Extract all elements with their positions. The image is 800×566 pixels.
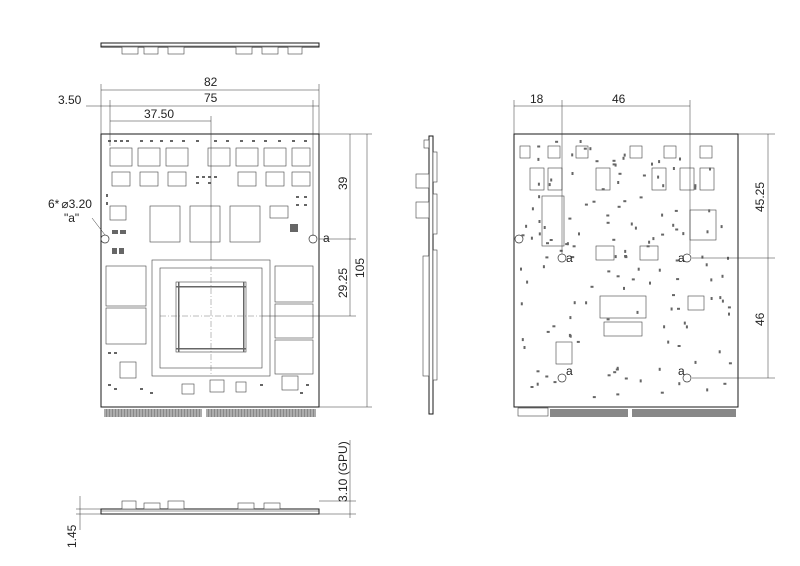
dim-left-offset: 3.50: [58, 93, 82, 107]
dim-back-right-top: 45.25: [753, 182, 767, 212]
hole-ref-label: a: [678, 251, 685, 265]
hole-ref-label: a: [566, 251, 573, 265]
dimension-lines: [76, 84, 775, 530]
back-edge-connector: [517, 407, 736, 417]
side-view: [415, 135, 438, 415]
back-view: [513, 133, 739, 417]
dim-half-width: 37.50: [144, 107, 174, 121]
dim-height-total: 105: [353, 258, 367, 278]
dim-back-right-bottom: 46: [753, 312, 767, 326]
front-edge-connector: [104, 409, 316, 417]
front-view: [100, 133, 320, 417]
dim-pcb-thickness: 1.45: [65, 524, 79, 548]
dim-gpu-height: 3.10 (GPU): [336, 441, 350, 502]
hole-note-count: 6*⌀3.20: [48, 197, 92, 211]
hole-ref-label: a: [566, 364, 573, 378]
dim-width-total: 82: [204, 75, 218, 89]
dim-back-span: 46: [612, 92, 626, 106]
top-edge-view: [100, 42, 320, 55]
hole-note-ref: "a": [64, 211, 79, 225]
hole-ref-label: a: [678, 364, 685, 378]
dimension-labels: 82 75 37.50 3.50 6*⌀3.20 "a" 39 29.25 10…: [48, 75, 767, 548]
dim-back-left: 18: [530, 92, 544, 106]
dim-width-holes: 75: [204, 91, 218, 105]
bottom-edge-view: [100, 500, 320, 515]
dim-gpu-center: 29.25: [336, 268, 350, 298]
hole-ref-label: a: [323, 231, 330, 245]
dim-hole-to-top: 39: [336, 176, 350, 190]
gpu-package: [151, 259, 271, 377]
